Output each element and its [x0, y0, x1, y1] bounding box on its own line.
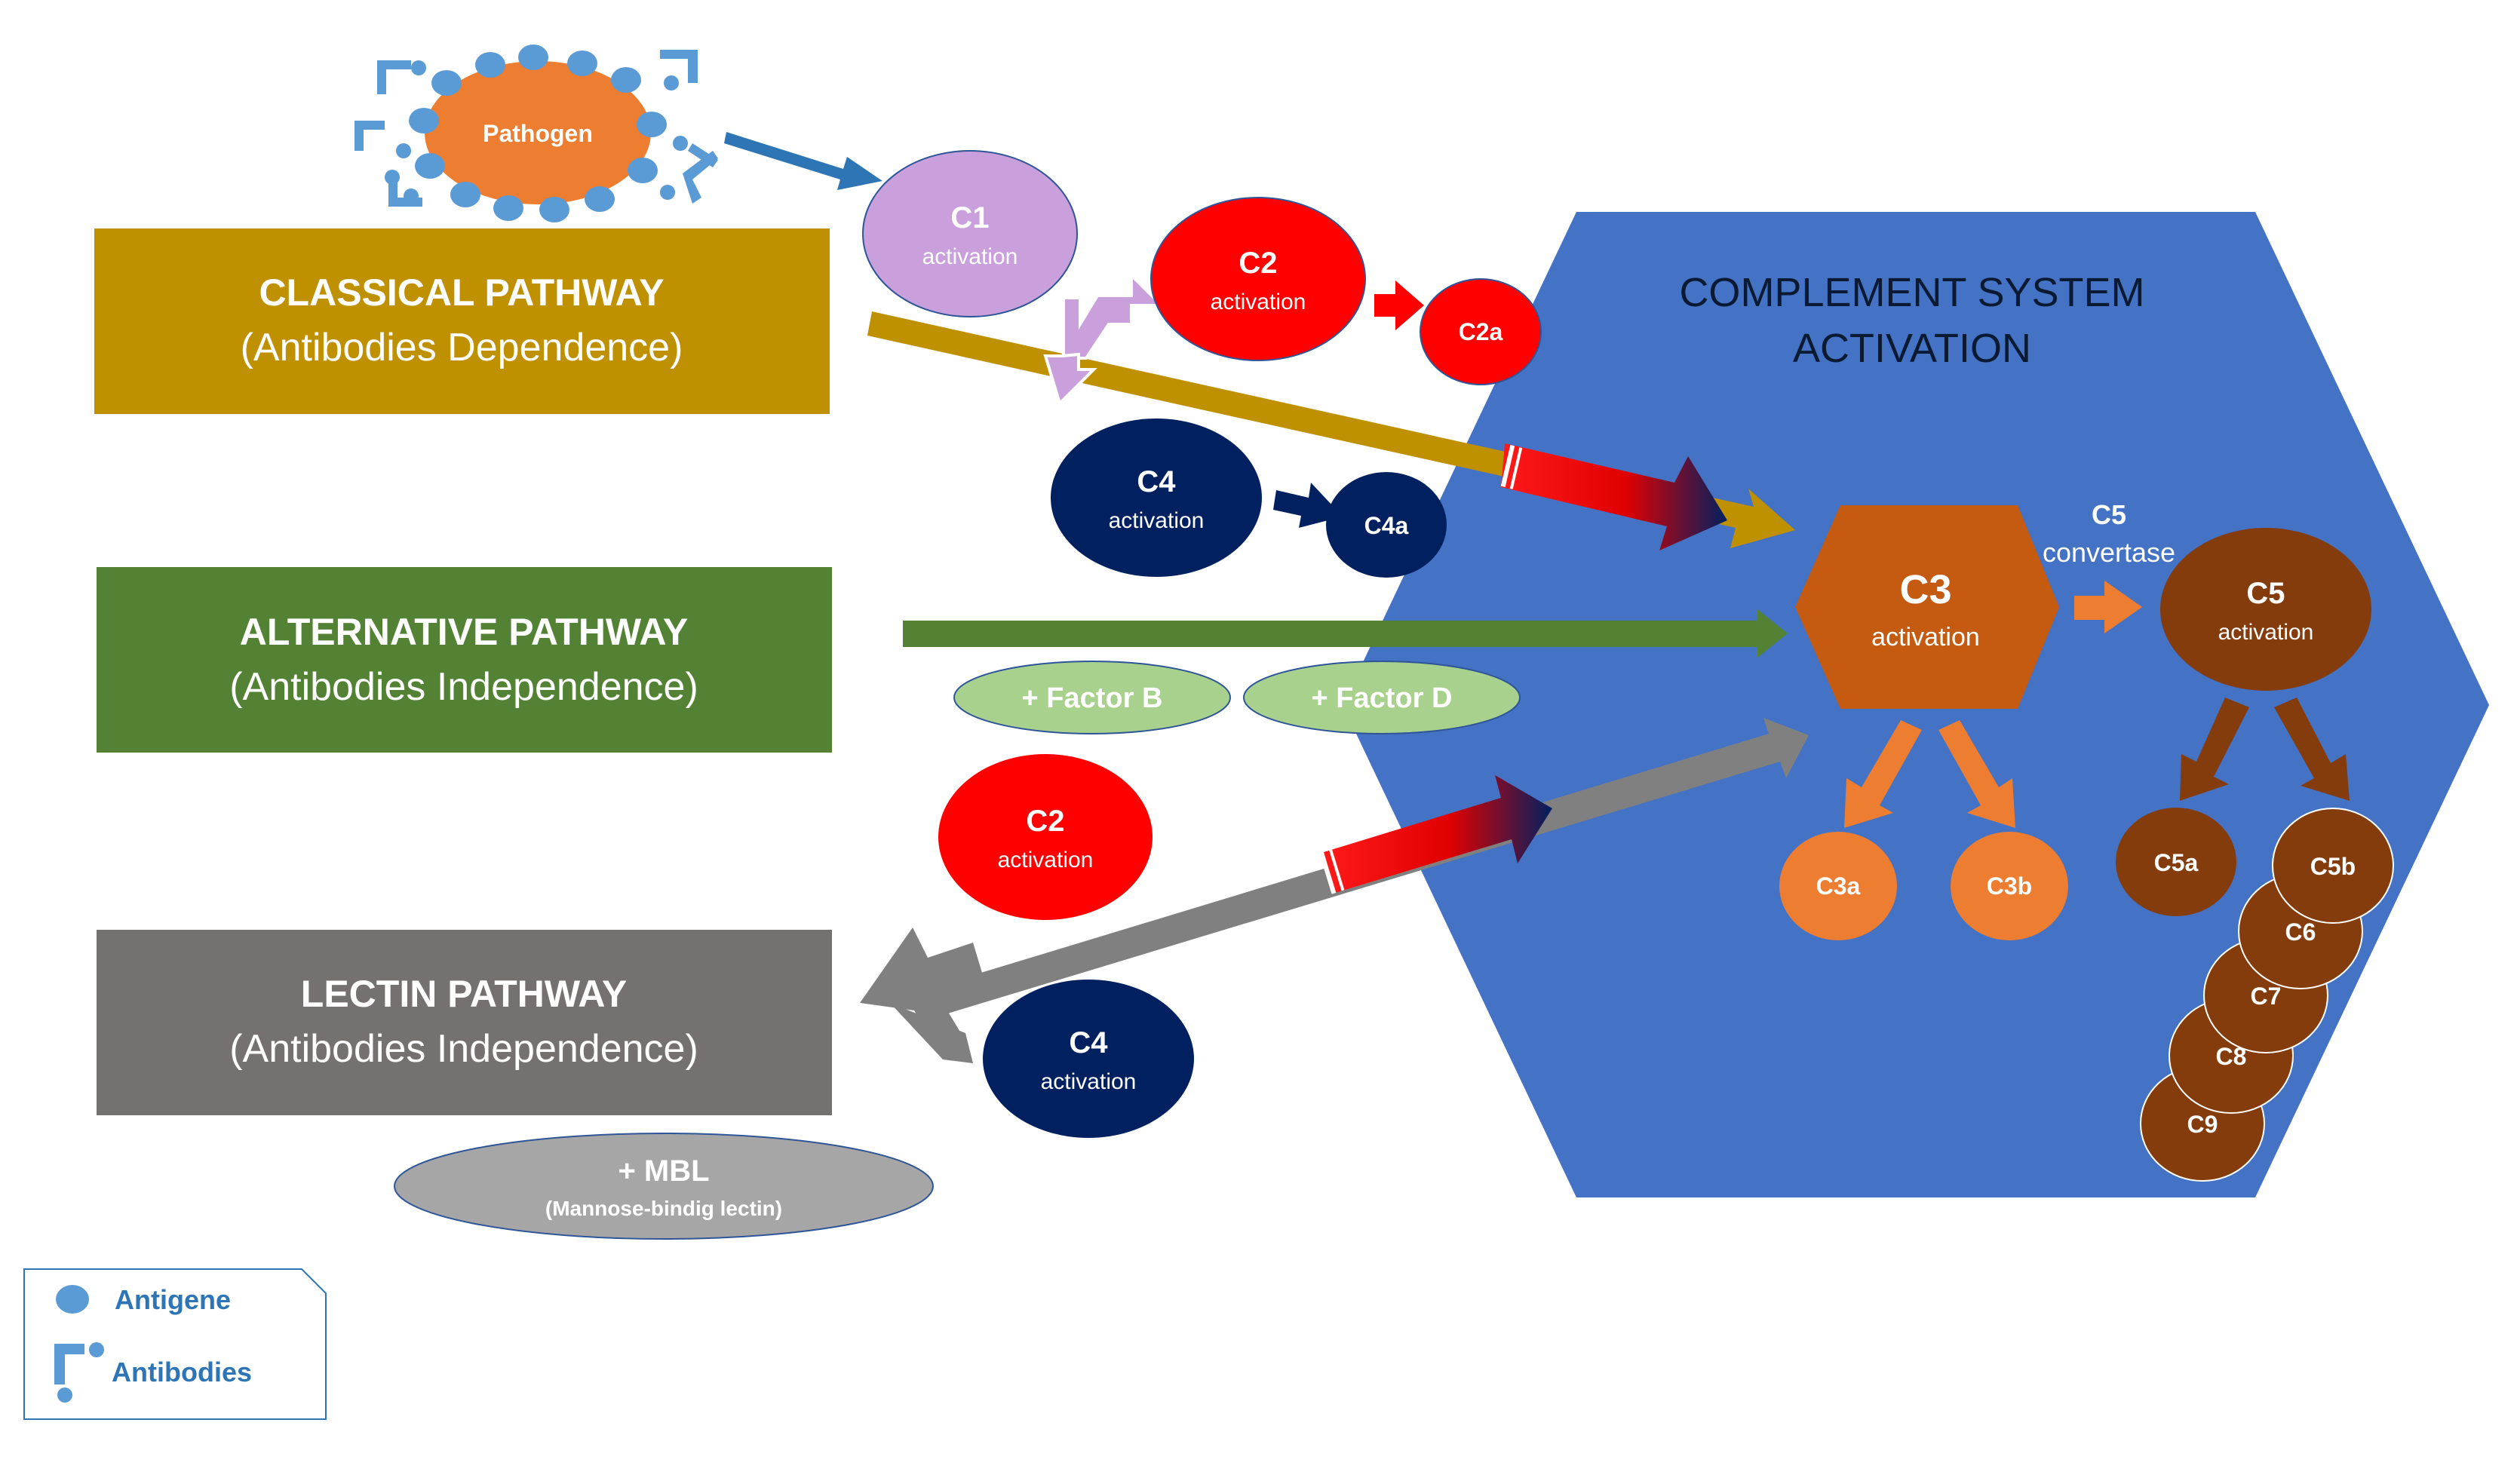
- pathogen-label: Pathogen: [483, 120, 593, 147]
- c5-to-c5b-arrow: [2274, 698, 2350, 801]
- c5-node: C5 activation: [2160, 528, 2371, 691]
- c7-name: C7: [2251, 983, 2282, 1010]
- c6-name: C6: [2285, 918, 2316, 946]
- c2-bottom-name: C2: [1026, 805, 1064, 838]
- c3-to-c3a-arrow: [1844, 720, 1922, 828]
- antigen-dots: [385, 44, 688, 222]
- legend: Antigene Antibodies: [23, 1268, 327, 1420]
- factor-d-oval: + Factor D: [1243, 661, 1521, 734]
- c2-to-c2a-arrow: [1374, 281, 1424, 330]
- c1-to-c4-arrow: [1043, 352, 1097, 406]
- pathogen-to-c1-arrow: [724, 132, 882, 190]
- mbl-title: + MBL: [618, 1154, 709, 1188]
- c5a-node: C5a: [2116, 808, 2236, 916]
- c3a-node: C3a: [1779, 832, 1897, 940]
- c4a-node: C4a: [1326, 472, 1447, 578]
- lectin-pathway-box: LECTIN PATHWAY (Antibodies Independence): [97, 930, 832, 1115]
- legend-antigen-label: Antigene: [115, 1284, 231, 1315]
- arrow-stripe: [1328, 848, 1345, 891]
- c5b-name: C5b: [2310, 853, 2356, 880]
- c2-top-sub: activation: [1211, 290, 1306, 314]
- arrow-stripe: [1509, 447, 1523, 489]
- pathogen-cluster: Pathogen: [355, 44, 718, 222]
- alternative-pathway-box: ALTERNATIVE PATHWAY (Antibodies Independ…: [97, 567, 832, 753]
- c3-to-c3b-arrow: [1938, 720, 2015, 828]
- mac-chain: C9 C8 C7 C6 C5b: [2140, 808, 2394, 1182]
- c5-to-c5a-arrow: [2180, 698, 2249, 801]
- c5b-node: C5b: [2272, 808, 2394, 924]
- c2-bottom-sub: activation: [998, 848, 1094, 872]
- c3b-node: C3b: [1951, 832, 2068, 940]
- lectin-c4-bent-arrow: [860, 928, 984, 1056]
- c5a-name: C5a: [2154, 849, 2199, 876]
- mbl-oval: + MBL (Mannose-bindig lectin): [394, 1133, 934, 1240]
- system-title-line1: COMPLEMENT SYSTEM: [1679, 270, 2144, 315]
- classical-pathway-box: CLASSICAL PATHWAY (Antibodies Dependence…: [94, 228, 830, 414]
- c3b-name: C3b: [1987, 872, 2032, 900]
- c2-bottom-node: C2 activation: [938, 754, 1153, 920]
- c4a-name: C4a: [1364, 512, 1409, 539]
- c4-top-name: C4: [1137, 465, 1176, 498]
- c3-node: C3 activation: [1795, 505, 2059, 709]
- c3-sub: activation: [1871, 623, 1980, 652]
- c4-bottom-sub: activation: [1041, 1069, 1137, 1094]
- c3a-name: C3a: [1816, 872, 1861, 900]
- alternative-pathway-title: ALTERNATIVE PATHWAY: [240, 611, 688, 653]
- c1-sub: activation: [922, 244, 1018, 269]
- lectin-pathway-title: LECTIN PATHWAY: [301, 973, 627, 1015]
- c2a-name: C2a: [1459, 318, 1503, 345]
- c5-sub: activation: [2218, 620, 2314, 645]
- c1-node: C1 activation: [862, 150, 1078, 317]
- classical-pathway-subtitle: (Antibodies Dependence): [241, 326, 683, 369]
- c4-bottom-node: C4 activation: [983, 980, 1194, 1138]
- lectin-pathway-subtitle: (Antibodies Independence): [229, 1027, 698, 1071]
- c2a-node: C2a: [1420, 278, 1542, 385]
- pathogen-body: [425, 61, 651, 204]
- c4-top-sub: activation: [1109, 508, 1205, 533]
- system-title-line2: ACTIVATION: [1793, 326, 2031, 371]
- c4-to-c4a-arrow: [1273, 483, 1343, 528]
- factor-b-label: + Factor B: [1022, 682, 1163, 714]
- c9-name: C9: [2187, 1111, 2218, 1138]
- classical-c4b2a-arrow: [1501, 443, 1727, 550]
- alternative-arrow: [903, 609, 1788, 658]
- c1-name: C1: [950, 201, 989, 235]
- c4-bottom-name: C4: [1069, 1026, 1108, 1059]
- classical-pathway-title: CLASSICAL PATHWAY: [259, 271, 664, 314]
- convertase-line2: convertase: [2043, 537, 2175, 568]
- mbl-sub: (Mannose-bindig lectin): [545, 1197, 782, 1220]
- c5-name: C5: [2246, 577, 2285, 610]
- antibody-legend-icon: [54, 1342, 104, 1403]
- antibody-shapes: [355, 50, 718, 207]
- convertase-line1: C5: [2092, 499, 2126, 530]
- alternative-pathway-subtitle: (Antibodies Independence): [229, 665, 698, 709]
- factor-d-label: + Factor D: [1312, 682, 1453, 714]
- c2-top-node: C2 activation: [1150, 197, 1366, 361]
- c3-name: C3: [1899, 567, 1951, 612]
- c3-to-c5-arrow: [2074, 581, 2142, 633]
- c4-top-node: C4 activation: [1051, 419, 1262, 577]
- arrow-stripe: [1500, 445, 1515, 487]
- factor-b-oval: + Factor B: [953, 661, 1231, 734]
- lectin-c4-bent-arrow-tip: [890, 1003, 973, 1063]
- c2-top-name: C2: [1239, 247, 1277, 280]
- arrow-stripe: [1318, 851, 1337, 894]
- lectin-c4b2a-arrow: [1324, 775, 1552, 893]
- c1-branch-arrow: [1062, 271, 1165, 360]
- legend-antibodies-label: Antibodies: [112, 1357, 252, 1387]
- antigen-legend-dot: [56, 1285, 89, 1314]
